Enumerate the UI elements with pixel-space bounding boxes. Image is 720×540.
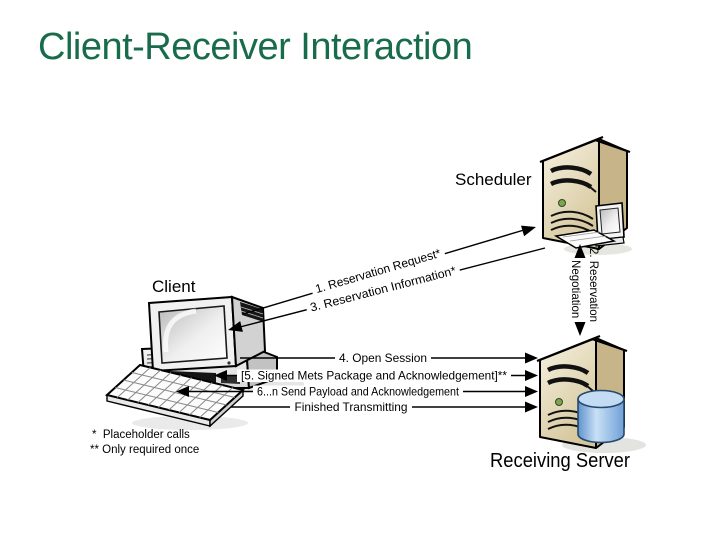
- client-keyboard-icon: [104, 363, 246, 428]
- message-label-reservation-negotiation-line2: Negotiation *: [569, 260, 583, 326]
- message-label-finished-transmitting: Finished Transmitting: [290, 400, 412, 414]
- svg-text:[5. Signed Mets Package and Ac: [5. Signed Mets Package and Acknowledgem…: [241, 369, 507, 383]
- svg-text:6...n Send Payload and Acknowl: 6...n Send Payload and Acknowledgement: [257, 385, 460, 399]
- scheduler-label: Scheduler: [455, 170, 532, 189]
- client-monitor: [147, 295, 267, 373]
- page-title: Client-Receiver Interaction: [38, 26, 473, 68]
- svg-text:4. Open Session: 4. Open Session: [339, 351, 427, 365]
- svg-text:Finished Transmitting: Finished Transmitting: [295, 400, 408, 414]
- mini-computer-icon: [553, 202, 625, 249]
- receiving-server-label: Receiving Server: [490, 450, 630, 472]
- client-label: Client: [152, 277, 196, 296]
- message-label-send-payload: 6...n Send Payload and Acknowledgement: [253, 385, 463, 399]
- power-led: [227, 361, 231, 365]
- monitor-screen: [158, 305, 228, 364]
- receiving-server-icon: [537, 336, 627, 448]
- footnote-placeholder-calls: * Placeholder calls: [92, 429, 190, 441]
- arrow-reservation-negotiation: [574, 244, 586, 336]
- message-label-signed-mets-package: [5. Signed Mets Package and Acknowledgem…: [237, 369, 511, 383]
- message-label-reservation-negotiation-line1: 2. Reservation: [587, 248, 601, 322]
- scheduler-server-icon: [540, 137, 630, 249]
- keyboard-keys: [115, 367, 235, 418]
- message-label-open-session: 4. Open Session: [335, 351, 431, 365]
- footnote-only-required-once: ** Only required once: [90, 444, 199, 456]
- database-cylinder-icon: [577, 389, 625, 444]
